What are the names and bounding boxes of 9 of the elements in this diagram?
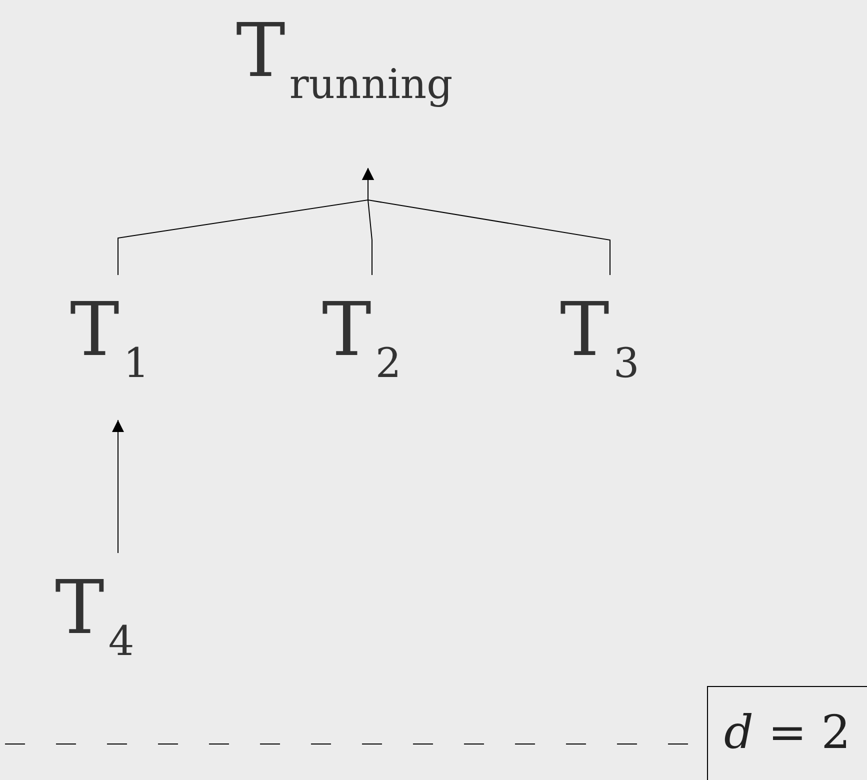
- variable-label: T$_{running}$: [236, 14, 453, 106]
- variable-label: T$_{1}$: [70, 293, 150, 384]
- arrow: [112, 420, 124, 554]
- variable-label: T$_{3}$: [560, 293, 640, 384]
- label-box: [707, 686, 867, 780]
- equation-label: d = 2: [724, 709, 851, 755]
- arrow: [362, 168, 610, 276]
- variable-label: T$_{2}$: [322, 293, 402, 384]
- variable-label: T$_{4}$: [55, 571, 134, 662]
